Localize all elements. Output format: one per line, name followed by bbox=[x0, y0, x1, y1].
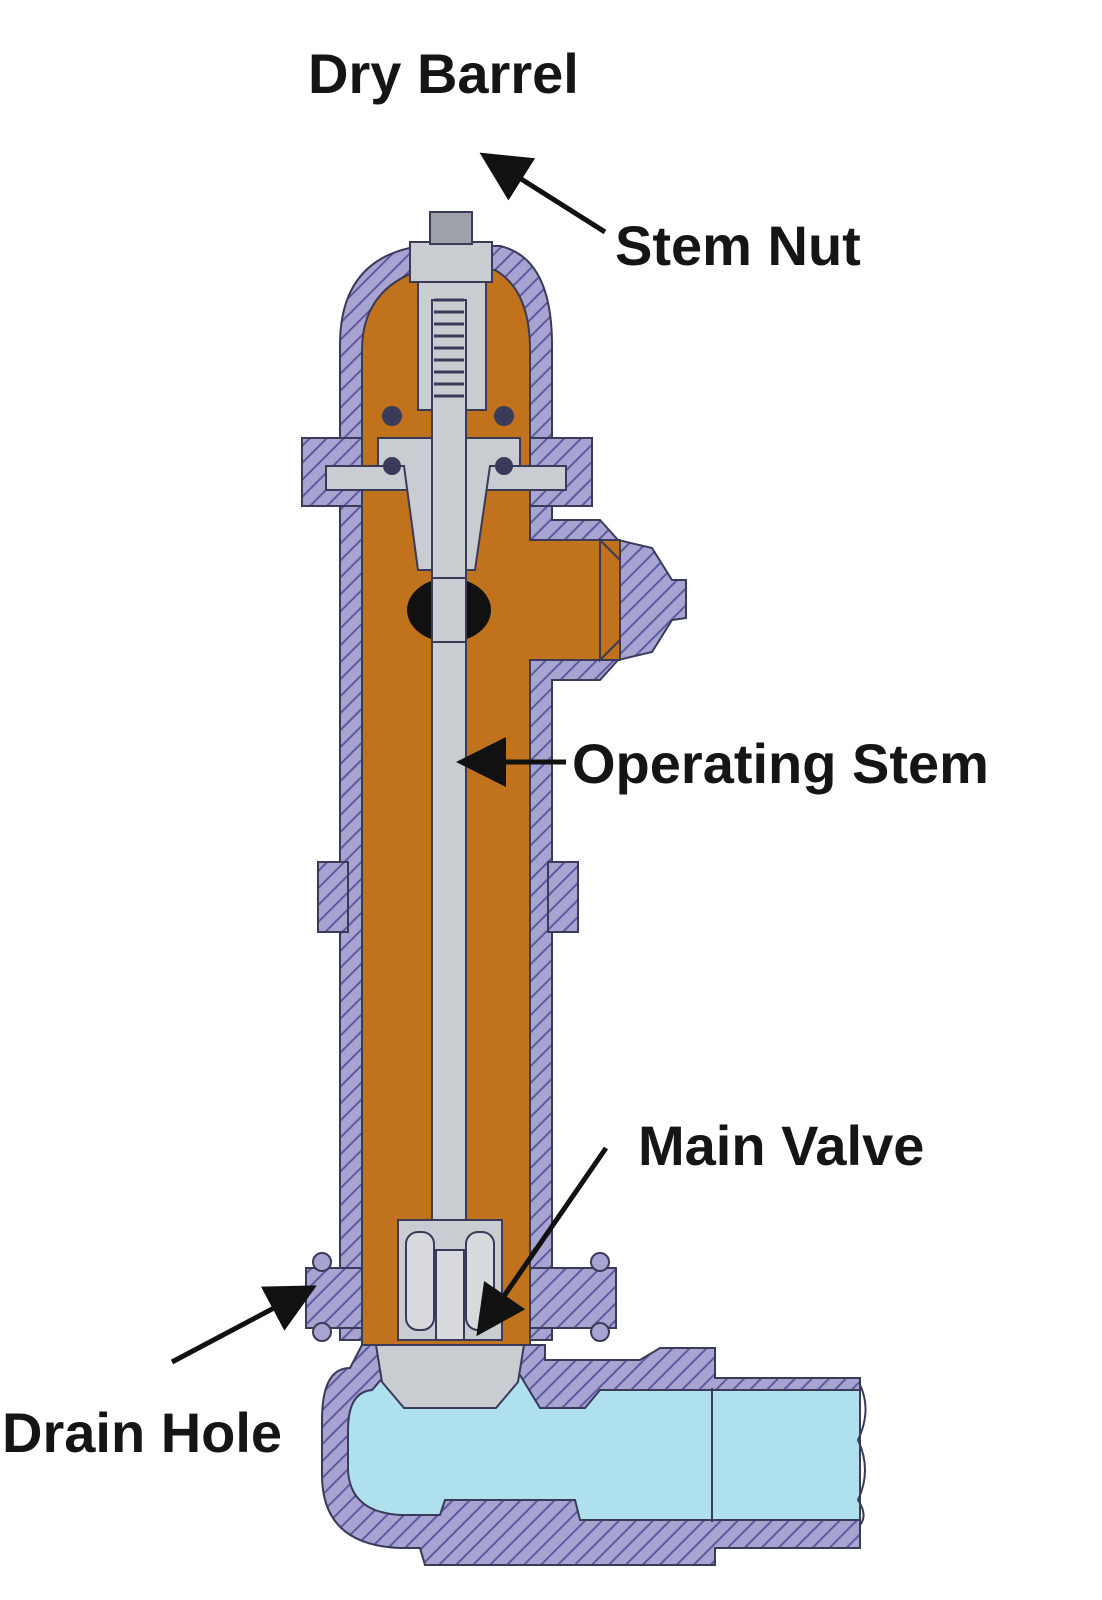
leader-lines bbox=[170, 152, 609, 1365]
stem-seal bbox=[407, 577, 491, 643]
stem-nut-leader bbox=[479, 152, 607, 235]
drain-hole-label: Drain Hole bbox=[2, 1401, 283, 1464]
main-valve-label: Main Valve bbox=[638, 1114, 925, 1177]
operating-stem-label: Operating Stem bbox=[572, 732, 989, 795]
main-valve-assembly bbox=[374, 1219, 526, 1409]
diagram-title: Dry Barrel bbox=[308, 42, 579, 105]
operating-stem bbox=[431, 298, 467, 1221]
main-valve-leader bbox=[476, 1146, 609, 1337]
drain-hole-leader bbox=[170, 1285, 317, 1365]
stem-nut-label: Stem Nut bbox=[615, 214, 861, 277]
